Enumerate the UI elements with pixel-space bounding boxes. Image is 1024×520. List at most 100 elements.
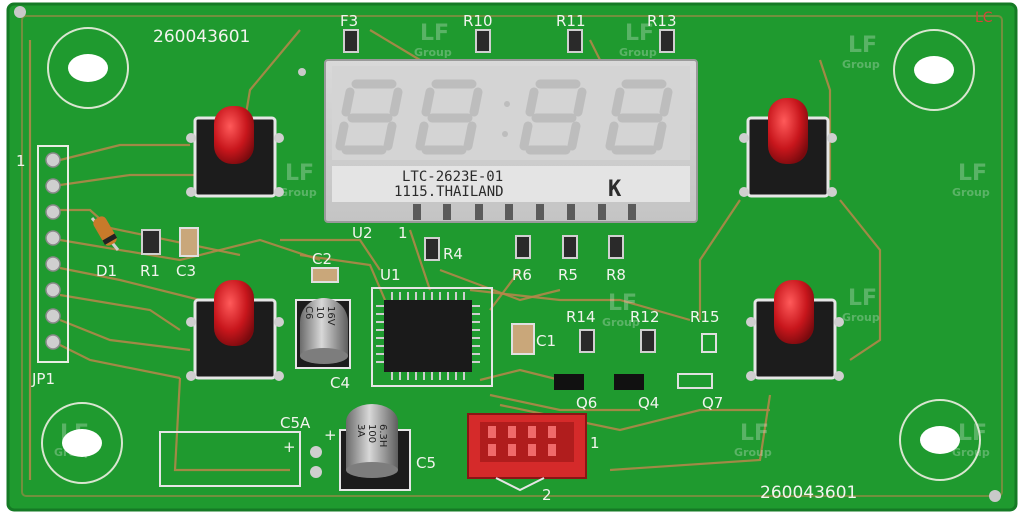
svg-text:LF: LF — [848, 33, 877, 58]
svg-text:Q6: Q6 — [576, 394, 597, 412]
svg-text:Group: Group — [279, 186, 317, 199]
svg-text:LF: LF — [740, 421, 769, 446]
via — [298, 68, 306, 76]
mounting-holes — [41, 27, 981, 484]
svg-text:100: 100 — [366, 424, 377, 443]
smd-resistor-r12: R12 — [630, 308, 660, 353]
svg-text:C3: C3 — [176, 262, 196, 280]
svg-text:Group: Group — [842, 311, 880, 324]
pin-header-jp1: 1 JP1 — [16, 145, 69, 388]
corner-mark: LC — [975, 10, 993, 26]
svg-text:Group: Group — [952, 186, 990, 199]
fiducial — [14, 6, 26, 18]
svg-text:U1: U1 — [380, 266, 401, 284]
svg-text:C6: C6 — [303, 306, 314, 319]
svg-text:2: 2 — [542, 486, 552, 504]
transistor-q6: Q6 — [554, 374, 597, 412]
svg-text:R13: R13 — [647, 12, 677, 30]
svg-text:Group: Group — [952, 446, 990, 459]
capacitor-c1: C1 — [511, 323, 556, 355]
push-button-bottom-left[interactable] — [186, 280, 284, 381]
svg-text:LF: LF — [285, 161, 314, 186]
smd-resistor-r8: R8 — [606, 235, 626, 284]
u2-pin1-label: 1 — [398, 224, 408, 242]
svg-text:F3: F3 — [340, 12, 358, 30]
svg-text:D1: D1 — [96, 262, 117, 280]
svg-text:Group: Group — [602, 316, 640, 329]
svg-text:C5: C5 — [416, 454, 436, 472]
capacitor-c3: C3 — [176, 227, 199, 280]
svg-text:R4: R4 — [443, 245, 463, 263]
fiducial — [989, 490, 1001, 502]
svg-text:Group: Group — [619, 46, 657, 59]
microcontroller-u1: U1 — [371, 266, 493, 387]
display-model-text: LTC-2623E-01 — [402, 169, 503, 185]
svg-text:Q7: Q7 — [702, 394, 723, 412]
svg-text:R12: R12 — [630, 308, 660, 326]
push-button-top-left[interactable] — [186, 106, 284, 198]
svg-text:Group: Group — [734, 446, 772, 459]
copper-traces — [28, 29, 882, 480]
transistor-q4: Q4 — [614, 374, 659, 412]
svg-text:LF: LF — [848, 286, 877, 311]
smd-resistor-r5: R5 — [558, 235, 578, 284]
u2-label: U2 — [352, 224, 373, 242]
svg-text:R15: R15 — [690, 308, 720, 326]
svg-text:C5A: C5A — [280, 414, 311, 432]
electrolytic-capacitor-c5: 3A 100 6.3H C5 — [339, 404, 436, 491]
svg-text:16V: 16V — [325, 306, 336, 326]
transistor-q7: Q7 — [677, 373, 723, 412]
display-brand-glyph: K — [608, 177, 622, 202]
svg-text:3A: 3A — [355, 424, 366, 437]
smd-resistor-r14: R14 — [566, 308, 596, 353]
svg-text:+: + — [324, 426, 337, 444]
pcb-inner-border — [21, 15, 1003, 497]
svg-text:LF: LF — [958, 421, 987, 446]
svg-text:LF: LF — [625, 21, 654, 46]
svg-text:JP1: JP1 — [31, 370, 55, 388]
smd-resistor-r15: R15 — [690, 308, 720, 353]
svg-text:C1: C1 — [536, 332, 556, 350]
smd-resistor-r6: R6 — [512, 235, 532, 284]
smd-resistor-r11: R11 — [556, 12, 586, 53]
svg-text:LF: LF — [420, 21, 449, 46]
svg-text:C4: C4 — [330, 374, 350, 392]
diode-d1: D1 — [90, 216, 120, 280]
svg-text:1: 1 — [590, 434, 600, 452]
mounting-hole — [47, 27, 129, 109]
capacitor-c2: C2 — [311, 250, 339, 283]
svg-text:R11: R11 — [556, 12, 586, 30]
display-pins — [413, 204, 636, 220]
mounting-hole — [41, 402, 123, 484]
mounting-hole — [899, 399, 981, 481]
svg-text:10: 10 — [314, 306, 325, 319]
svg-text:Group: Group — [414, 46, 452, 59]
svg-text:R14: R14 — [566, 308, 596, 326]
svg-text:Q4: Q4 — [638, 394, 659, 412]
svg-text:1: 1 — [16, 152, 26, 170]
mounting-hole — [893, 29, 975, 111]
svg-text:LF: LF — [958, 161, 987, 186]
smd-resistor-r13: R13 — [647, 12, 677, 53]
push-button-top-right[interactable] — [739, 98, 837, 198]
svg-text:+: + — [283, 438, 296, 456]
ribbon-connector: 1 2 — [467, 413, 600, 504]
smd-resistor-r1: R1 — [140, 229, 161, 280]
svg-text:Group: Group — [842, 58, 880, 71]
seven-segment-display: LTC-2623E-01 1115.THAILAND K — [324, 59, 698, 223]
svg-text:LF: LF — [608, 291, 637, 316]
smd-resistor-r10: R10 — [463, 12, 493, 53]
svg-text:6.3H: 6.3H — [377, 424, 388, 447]
smd-resistor-f3: F3 — [340, 12, 359, 53]
svg-text:R6: R6 — [512, 266, 532, 284]
svg-text:C2: C2 — [312, 250, 332, 268]
svg-text:R5: R5 — [558, 266, 578, 284]
display-origin-text: 1115.THAILAND — [394, 184, 504, 200]
electrolytic-capacitor-c4: C6 10 16V C4 — [295, 298, 351, 392]
svg-text:R10: R10 — [463, 12, 493, 30]
push-button-bottom-right[interactable] — [746, 280, 844, 381]
svg-text:R8: R8 — [606, 266, 626, 284]
svg-text:R1: R1 — [140, 262, 160, 280]
capacitor-c5a-footprint: C5A + + — [159, 414, 337, 487]
